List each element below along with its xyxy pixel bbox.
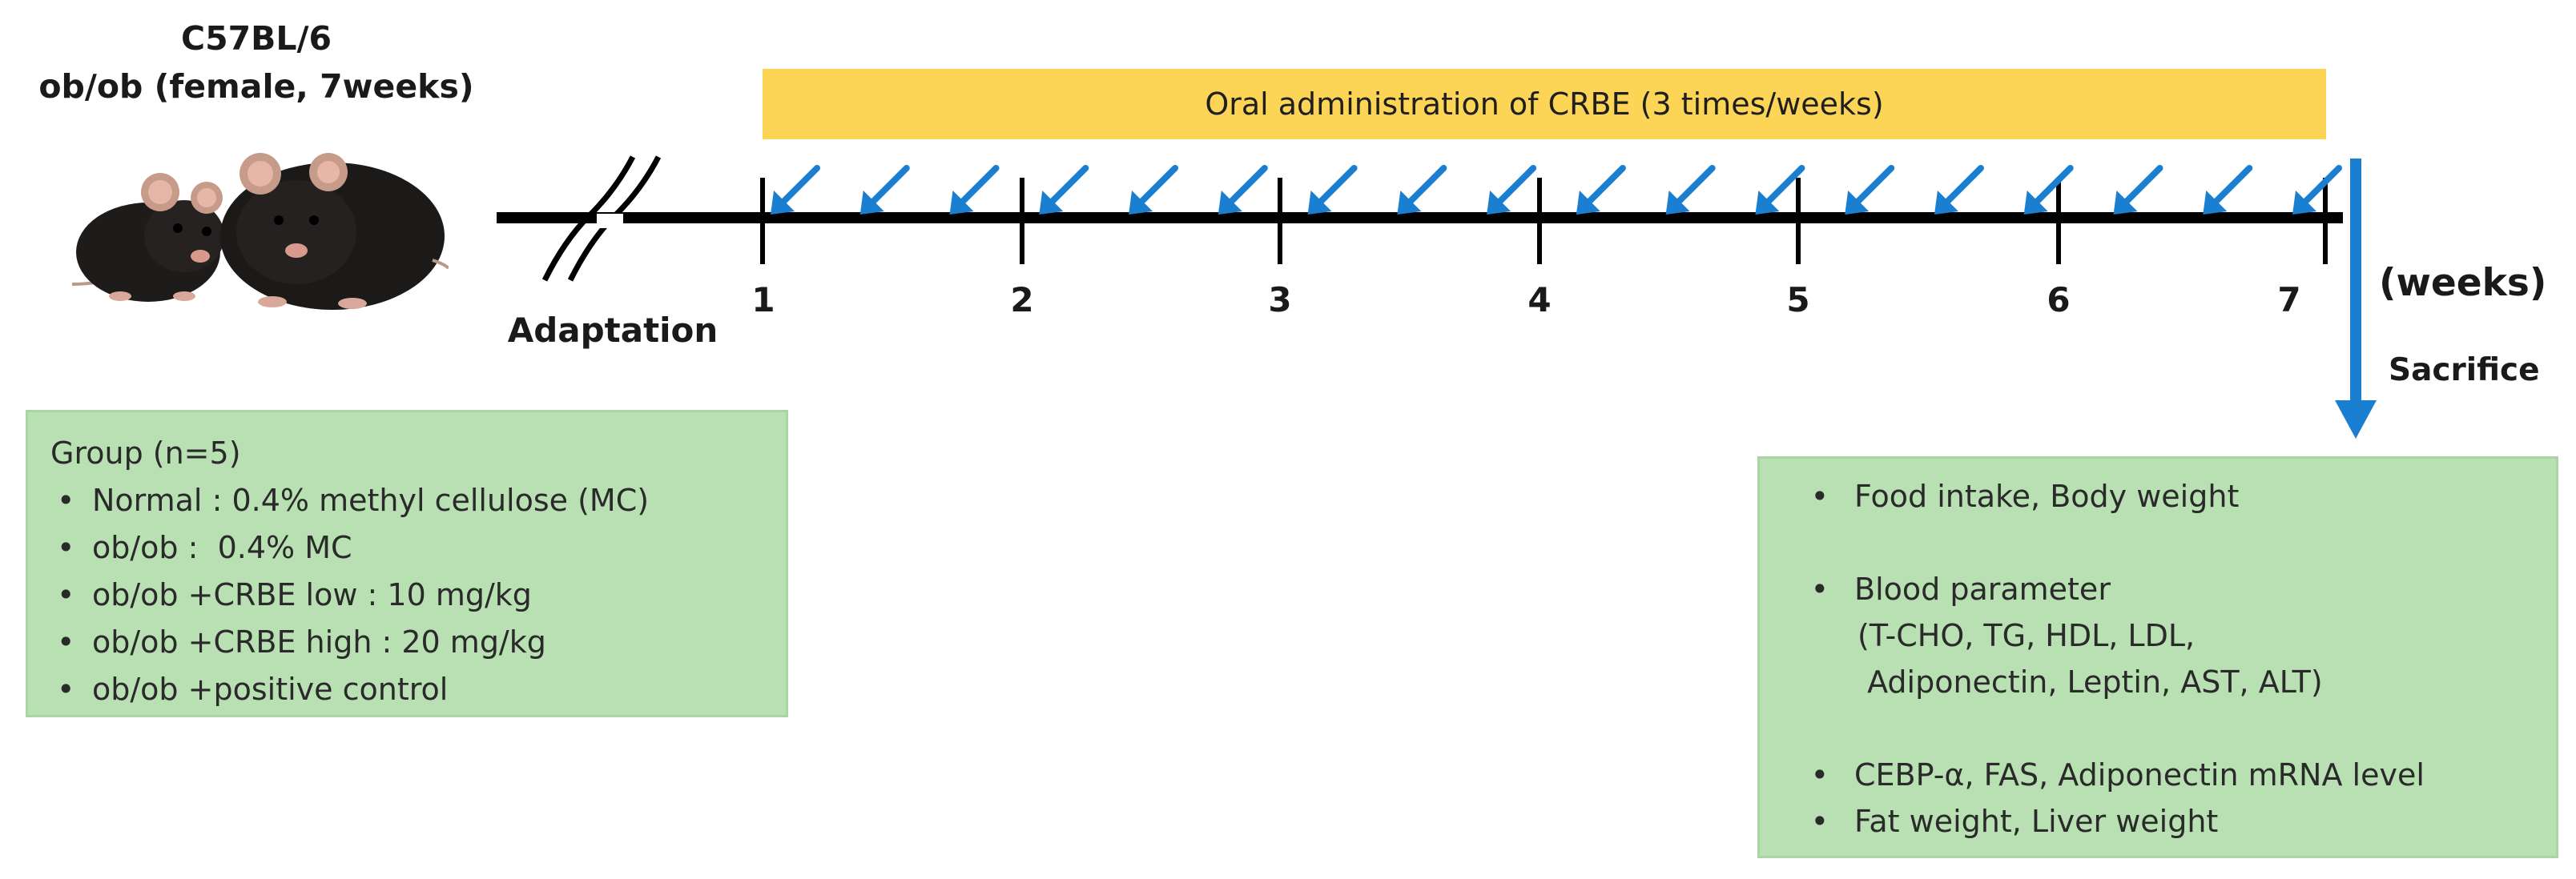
bullet: • bbox=[57, 624, 75, 660]
outcome-item-text: Fat weight, Liver weight bbox=[1854, 804, 2219, 839]
sacrifice-label: Sacrifice bbox=[2389, 352, 2540, 388]
dose-arrow-icon bbox=[1397, 165, 1447, 215]
bullet: • bbox=[57, 483, 75, 518]
group-box: Group (n=5) • Normal : 0.4% methyl cellul… bbox=[26, 410, 788, 717]
outcome-item-text: Food intake, Body weight bbox=[1854, 479, 2240, 514]
dose-arrow-icon bbox=[1218, 165, 1268, 215]
dose-arrow-icon bbox=[2203, 165, 2253, 215]
outcome-item-text: CEBP-α, FAS, Adiponectin mRNA level bbox=[1854, 757, 2425, 793]
bullet: • bbox=[1810, 479, 1829, 514]
dose-arrow-icon bbox=[1845, 165, 1895, 215]
dose-arrow-icon bbox=[1129, 165, 1179, 215]
group-item-text: ob/ob +positive control bbox=[92, 672, 449, 707]
dose-arrow-icon bbox=[2023, 165, 2074, 215]
week-label-1: 1 bbox=[751, 280, 775, 319]
outcome-subline: Adiponectin, Leptin, AST, ALT) bbox=[1858, 664, 2323, 700]
axis-break-icon bbox=[541, 155, 662, 282]
strain-line-1: C57BL/6 bbox=[180, 19, 332, 58]
dose-arrow-icon bbox=[1755, 165, 1805, 215]
mice-illustration bbox=[71, 153, 449, 310]
dose-arrow-icon bbox=[1039, 165, 1089, 215]
week-label-2: 2 bbox=[1010, 280, 1034, 319]
bullet: • bbox=[57, 577, 75, 612]
group-item-text: ob/ob +CRBE low : 10 mg/kg bbox=[92, 577, 532, 612]
dose-arrow-icon bbox=[1665, 165, 1716, 215]
group-item: • ob/ob : 0.4% MC bbox=[50, 524, 786, 572]
week-label-5: 5 bbox=[1786, 280, 1810, 319]
group-item: • ob/ob +positive control bbox=[50, 666, 786, 713]
bullet: • bbox=[1810, 757, 1829, 793]
dose-arrow-icon bbox=[1934, 165, 1984, 215]
weeks-unit-label: (weeks) bbox=[2379, 261, 2547, 305]
group-item: • Normal : 0.4% methyl cellulose (MC) bbox=[50, 477, 786, 524]
outcome-item-text: Blood parameter bbox=[1854, 572, 2111, 607]
dose-arrow-icon bbox=[1307, 165, 1358, 215]
bullet: • bbox=[57, 672, 75, 707]
outcome-measures-box: • Food intake, Body weight • Blood paramet… bbox=[1757, 456, 2558, 858]
dose-arrow-icon bbox=[859, 165, 910, 215]
group-item-text: ob/ob +CRBE high : 20 mg/kg bbox=[92, 624, 546, 660]
bullet: • bbox=[57, 530, 75, 565]
week-label-7: 7 bbox=[2277, 280, 2301, 319]
bullet: • bbox=[1810, 804, 1829, 839]
group-item: • ob/ob +CRBE high : 20 mg/kg bbox=[50, 619, 786, 666]
bullet: • bbox=[1810, 572, 1829, 607]
dose-arrow-icon bbox=[771, 165, 820, 215]
group-item: • ob/ob +CRBE low : 10 mg/kg bbox=[50, 572, 786, 619]
outcome-item: • CEBP-α, FAS, Adiponectin mRNA level bbox=[1760, 752, 2556, 798]
week-label-3: 3 bbox=[1268, 280, 1292, 319]
group-item-text: Normal : 0.4% methyl cellulose (MC) bbox=[92, 483, 650, 518]
week-label-4: 4 bbox=[1527, 280, 1552, 319]
dose-arrow-icon bbox=[1576, 165, 1626, 215]
dose-arrow-icon bbox=[2292, 165, 2342, 215]
week-label-6: 6 bbox=[2047, 280, 2071, 319]
oral-administration-banner: Oral administration of CRBE (3 times/wee… bbox=[763, 69, 2326, 139]
strain-line-2: ob/ob (female, 7weeks) bbox=[38, 67, 474, 106]
outcome-item: • Blood parameter bbox=[1760, 566, 2556, 612]
group-item-text: ob/ob : 0.4% MC bbox=[92, 530, 352, 565]
down-arrow-icon bbox=[2335, 159, 2377, 439]
adaptation-label: Adaptation bbox=[507, 311, 718, 350]
small-mouse-icon bbox=[71, 173, 224, 302]
strain-heading: C57BL/6 ob/ob (female, 7weeks) bbox=[32, 14, 481, 110]
outcome-item: • Food intake, Body weight bbox=[1760, 473, 2556, 520]
outcome-subline: (T-CHO, TG, HDL, LDL, bbox=[1858, 618, 2196, 653]
obese-mouse-icon bbox=[220, 153, 449, 310]
dose-arrow-icon bbox=[1487, 165, 1537, 215]
group-title: Group (n=5) bbox=[50, 435, 241, 471]
dose-arrow-icon bbox=[949, 165, 1000, 215]
outcome-item: • Fat weight, Liver weight bbox=[1760, 798, 2556, 845]
dose-arrow-icon bbox=[2113, 165, 2163, 215]
